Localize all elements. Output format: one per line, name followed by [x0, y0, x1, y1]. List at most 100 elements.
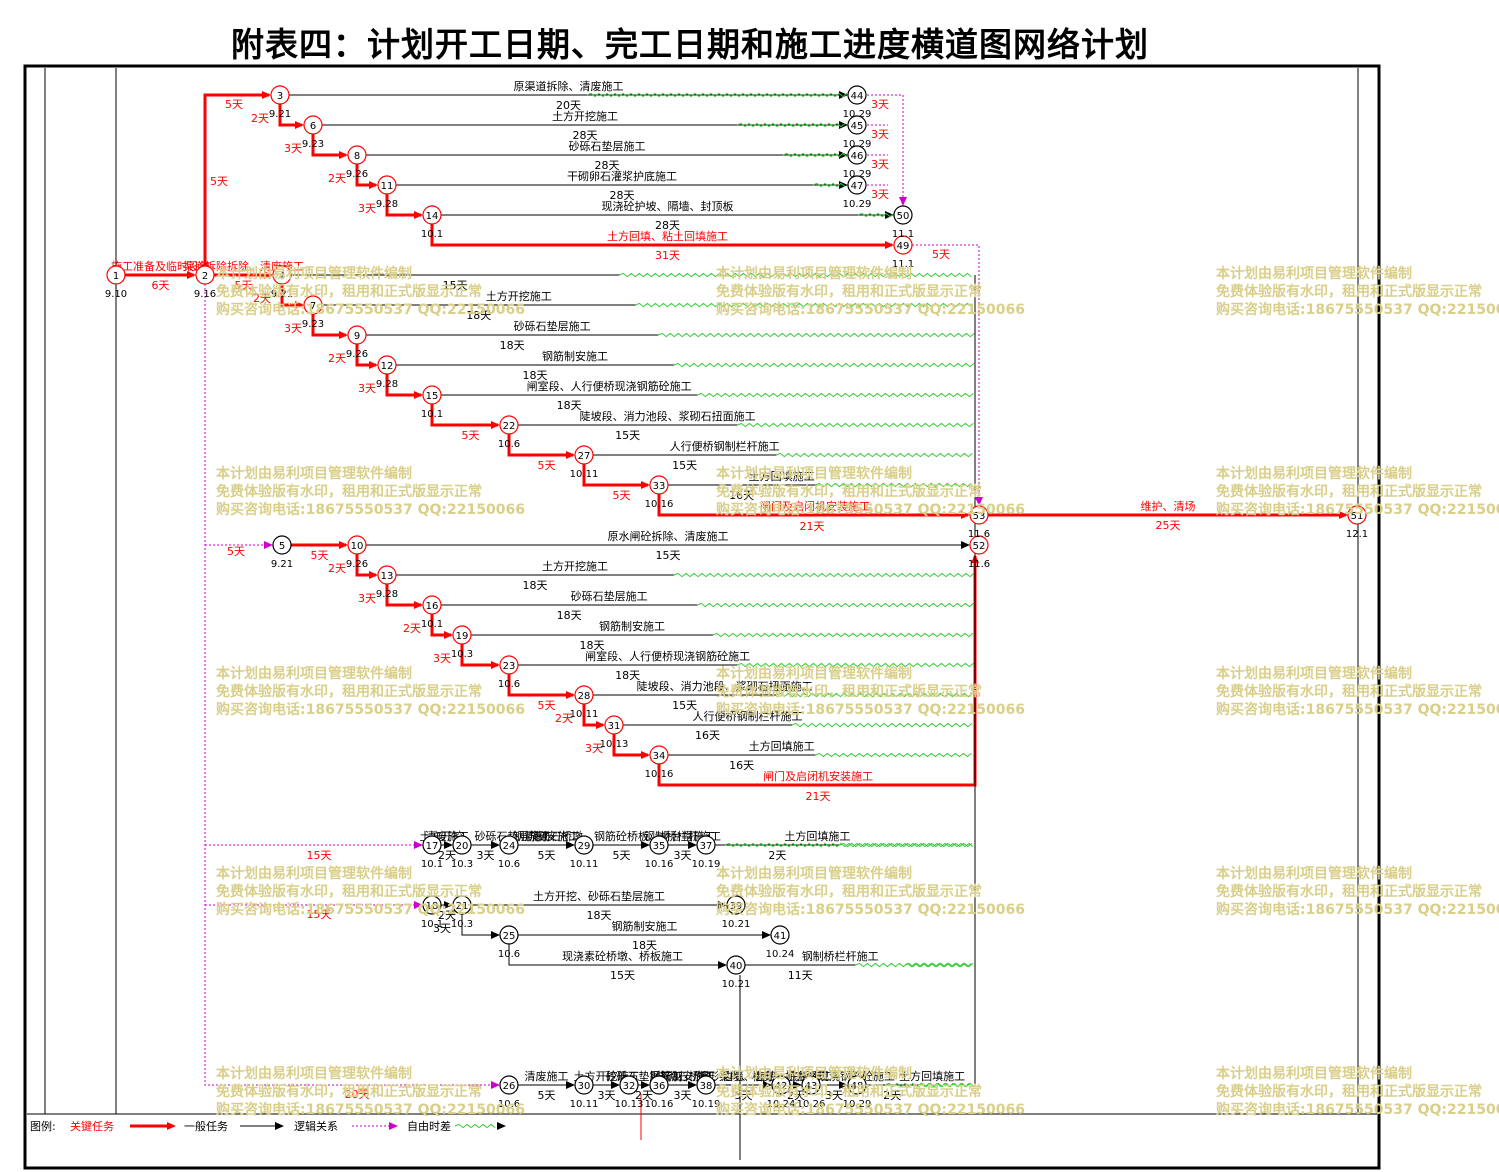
node-date-41: 10.24 — [766, 949, 795, 960]
task-label-19-52: 钢筋制安施工 — [599, 619, 665, 633]
node-25 — [499, 925, 519, 945]
task-duration-43-48: 3天 — [825, 1089, 843, 1102]
node-date-31: 10.13 — [600, 739, 629, 750]
task-arrow-21-39-head — [718, 901, 727, 909]
node-23 — [499, 655, 519, 675]
task-arrow-9-53-free-float — [658, 332, 975, 338]
node-id-45: 45 — [851, 121, 864, 132]
node-44 — [847, 85, 867, 105]
node-14 — [422, 205, 442, 225]
task-duration-36-38: 3天 — [674, 1089, 692, 1102]
task-arrow-28-31-head — [596, 721, 605, 729]
node-id-41: 41 — [774, 931, 787, 942]
node-id-30: 30 — [578, 1081, 591, 1092]
task-arrow-18-21-head — [444, 901, 453, 909]
task-label-33-53: 闸门及启闭机安装施工 — [760, 499, 870, 513]
watermark-block: 本计划由易利项目管理软件编制免费体验版有水印，租用和正式版显示正常购买咨询电话:… — [1216, 265, 1499, 319]
watermark-line: 免费体验版有水印，租用和正式版显示正常 — [216, 684, 482, 700]
task-arrow-31-34 — [612, 734, 648, 757]
task-duration-7-9: 3天 — [284, 322, 302, 335]
watermark-line: 免费体验版有水印，租用和正式版显示正常 — [1216, 1084, 1482, 1100]
task-arrow-38-42-head — [763, 1081, 772, 1089]
node-49 — [893, 235, 913, 255]
watermark-line: 购买咨询电话:18675550537 QQ:22150066 — [1216, 1102, 1499, 1118]
node-48 — [847, 1075, 867, 1095]
node-15 — [422, 385, 442, 405]
task-label-6-45: 土方开挖施工 — [552, 109, 618, 123]
watermark-line: 本计划由易利项目管理软件编制 — [716, 866, 912, 882]
watermark-line: 购买咨询电话:18675550537 QQ:22150066 — [1216, 502, 1499, 518]
task-arrow-33-53 — [657, 494, 968, 517]
node-id-9: 9 — [354, 331, 360, 342]
task-label-31-52: 人行便桥钢制栏杆施工 — [692, 709, 802, 723]
node-date-15: 10.1 — [421, 409, 443, 420]
task-duration-8-46: 28天 — [595, 159, 620, 172]
node-date-33: 10.16 — [645, 499, 674, 510]
node-date-51: 12.1 — [1346, 529, 1368, 540]
task-duration-32-36: 2天 — [635, 1089, 653, 1102]
node-date-17: 10.1 — [421, 859, 443, 870]
task-duration-15-22: 5天 — [462, 429, 480, 442]
task-label-21-39: 土方开挖、砂砾石垫层施工 — [533, 889, 665, 903]
node-id-52: 52 — [973, 541, 986, 552]
task-arrow-31-34-head — [641, 751, 650, 759]
task-label-22-53: 陡坡段、消力池段、浆砌石扭面施工 — [580, 409, 756, 423]
node-36 — [649, 1075, 669, 1095]
task-duration-6-45: 28天 — [573, 129, 598, 142]
task-arrow-33-53-free-float — [815, 482, 972, 488]
node-date-3: 9.21 — [269, 109, 291, 120]
task-duration-29-35: 5天 — [613, 849, 631, 862]
node-40 — [726, 955, 746, 975]
node-date-8: 9.26 — [346, 169, 368, 180]
task-label-42-43: 矩形渠段、槽身、桥台帽现浇钢筋砼施工 — [697, 1069, 895, 1083]
task-duration-2-4: 5天 — [235, 279, 253, 292]
node-date-22: 10.6 — [498, 439, 520, 450]
task-arrow-15-53-free-float — [697, 392, 974, 398]
watermark-line: 购买咨询电话:18675550537 QQ:22150066 — [1216, 302, 1499, 318]
node-17 — [422, 835, 442, 855]
task-duration-48-53: 2天 — [883, 1089, 901, 1102]
free-float-11 — [812, 182, 846, 188]
node-id-27: 27 — [578, 451, 591, 462]
task-arrow-53-51-head — [1339, 511, 1348, 519]
node-id-17: 17 — [426, 841, 439, 852]
task-arrow-5-10-head — [339, 541, 348, 549]
watermark-line: 购买咨询电话:18675550537 QQ:22150066 — [216, 302, 525, 318]
node-id-29: 29 — [578, 841, 591, 852]
watermark-block: 本计划由易利项目管理软件编制免费体验版有水印，租用和正式版显示正常购买咨询电话:… — [216, 665, 525, 719]
watermark-line: 本计划由易利项目管理软件编制 — [1216, 866, 1412, 882]
task-label-8-46: 砂砾石垫层施工 — [569, 139, 646, 153]
node-date-25: 10.6 — [498, 949, 520, 960]
node-id-18: 18 — [426, 901, 439, 912]
node-date-39: 10.21 — [722, 919, 751, 930]
watermark-line: 本计划由易利项目管理软件编制 — [216, 666, 412, 682]
node-30 — [574, 1075, 594, 1095]
task-arrow-25-40 — [508, 944, 725, 966]
task-label-1-2: 施工准备及临时设施 — [111, 259, 210, 273]
task-label-25-41: 钢筋制安施工 — [612, 919, 678, 933]
task-arrow-14-50-head — [885, 211, 894, 219]
watermark-line: 本计划由易利项目管理软件编制 — [716, 666, 912, 682]
task-duration-11-14: 3天 — [358, 202, 376, 215]
node-id-5: 5 — [279, 541, 285, 552]
task-duration-9-53: 18天 — [500, 339, 525, 352]
node-date-36: 10.16 — [645, 1099, 674, 1110]
watermark-line: 购买咨询电话:18675550537 QQ:22150066 — [1216, 702, 1499, 718]
task-arrow-30-32-head — [611, 1081, 620, 1089]
watermark-line: 本计划由易利项目管理软件编制 — [716, 466, 912, 482]
task-duration-17-20: 2天 — [438, 849, 456, 862]
task-duration-25-41: 18天 — [632, 939, 657, 952]
task-arrow-43-48-head — [839, 1081, 848, 1089]
node-id-34: 34 — [653, 751, 666, 762]
node-46 — [847, 145, 867, 165]
task-arrow-25-40-head — [718, 961, 727, 969]
watermark-line: 免费体验版有水印，租用和正式版显示正常 — [216, 1084, 482, 1100]
node-52 — [969, 535, 989, 555]
node-date-9: 9.26 — [346, 349, 368, 360]
node-date-32: 10.13 — [615, 1099, 644, 1110]
node-id-25: 25 — [503, 931, 516, 942]
node-date-43: 10.26 — [797, 1099, 826, 1110]
watermark-line: 免费体验版有水印，租用和正式版显示正常 — [716, 684, 982, 700]
task-duration-35-37: 3天 — [674, 849, 692, 862]
